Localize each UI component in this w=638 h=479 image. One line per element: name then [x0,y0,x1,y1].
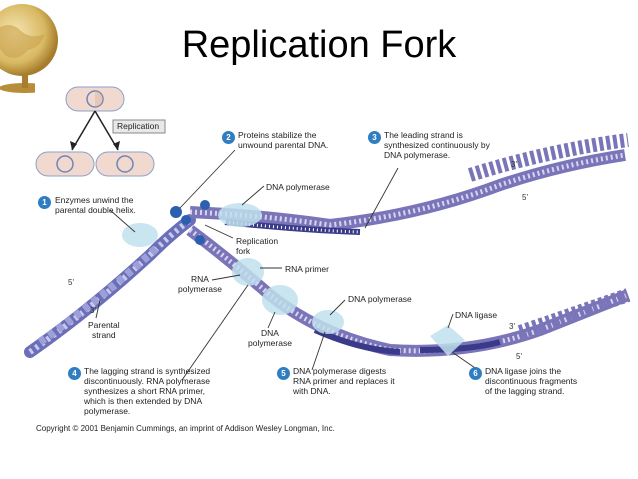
step-4-badge: 4 [68,367,81,380]
replication-box-label: Replication [117,121,160,131]
replication-fork-label: Replication fork [236,236,279,256]
dna-polymerase-low-blob [262,285,298,315]
globe-decoration [0,4,58,93]
end-3-bottom: 3' [509,322,515,331]
step-3-badge: 3 [368,131,381,144]
step-1-badge: 1 [38,196,51,209]
parental-helix [24,214,196,358]
dna-polymerase-mid-label: DNA polymerase [348,294,412,304]
step-5-text: DNA polymerase digests RNA primer and re… [293,366,395,396]
step-2-badge: 2 [222,131,235,144]
end-5-bottom: 5' [516,352,522,361]
step-2-text: Proteins stabilize the unwound parental … [238,130,329,150]
step-6-badge: 6 [469,367,482,380]
step-4-text: The lagging strand is synthesized discon… [84,366,211,416]
page-title: Replication Fork [181,24,457,66]
helicase-blob [122,223,158,247]
step-6-text: DNA ligase joins the discontinuous fragm… [485,366,578,396]
rna-polymerase-blob [232,258,264,286]
step-5-badge: 5 [277,367,290,380]
dna-ligase-label: DNA ligase [455,310,498,320]
rna-primer-label: RNA primer [285,264,329,274]
step-3-text: The leading strand is synthesized contin… [384,130,490,160]
ssb-protein [170,206,182,218]
replication-inset [35,86,166,177]
enzymes [122,200,465,356]
end-5-top: 5' [522,193,528,202]
end-5-left: 5' [68,278,74,287]
dna-polymerase-mid-blob [312,310,344,334]
end-3-top: 3' [511,160,517,169]
parental-strand-label: Parental strand [88,320,120,340]
leader-lines [95,149,479,381]
dna-polymerase-top-label: DNA polymerase [266,182,330,192]
dna-polymerase-low-label: DNA polymerase [248,328,292,348]
dna-ligase-blob [430,325,465,356]
step-1-text: Enzymes unwind the parental double helix… [55,195,136,215]
copyright-notice: Copyright © 2001 Benjamin Cummings, an i… [36,424,335,433]
dna-polymerase-top-blob [218,203,262,227]
rna-polymerase-label: RNA polymerase [178,274,222,294]
end-3-left: 3' [90,306,96,315]
